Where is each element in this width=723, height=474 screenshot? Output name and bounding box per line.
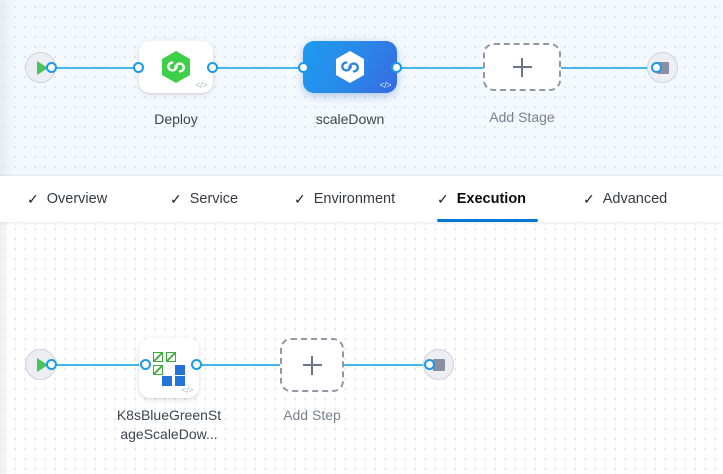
code-badge-icon: </> (181, 385, 193, 395)
connector-anchor-deploy-left (133, 62, 144, 73)
connector-anchor-start (46, 62, 57, 73)
stage-node-label-scaledown: scaleDown (315, 111, 385, 127)
play-icon (36, 357, 48, 372)
tab-label: Advanced (602, 191, 668, 207)
add-stage-label: Add Stage (489, 109, 555, 125)
check-icon: ✓ (27, 191, 39, 207)
connector-anchor-scaledown-left (298, 62, 309, 73)
stage-node-deploy[interactable]: </> (139, 41, 213, 93)
connector-anchor-end (651, 62, 662, 73)
check-icon: ✓ (294, 191, 306, 207)
code-badge-icon: </> (195, 80, 207, 90)
harness-cd-hexagon-icon (162, 51, 190, 83)
tab-underline (170, 219, 238, 222)
tab-execution[interactable]: ✓ Execution (437, 176, 539, 222)
add-stage-button[interactable] (483, 43, 561, 91)
tab-underline (294, 219, 395, 222)
step-node-label-line1: K8sBlueGreenSt (116, 407, 222, 423)
stage-node-label-deploy: Deploy (154, 111, 198, 127)
connector-anchor-step-right (191, 359, 202, 370)
plus-icon (302, 355, 322, 375)
tab-overview[interactable]: ✓ Overview (27, 176, 107, 222)
connector-anchor-exec-end (424, 359, 435, 370)
connector-addstep-to-end (344, 364, 428, 366)
connector-start-to-deploy (48, 67, 140, 69)
stage-config-tabbar: ✓ Overview ✓ Service ✓ Environment ✓ Exe… (0, 176, 723, 222)
connector-step-to-addstep (196, 364, 280, 366)
stage-graph-canvas[interactable]: </> Deploy </> scaleDown Add Stage (0, 0, 723, 176)
kubernetes-grid-icon (152, 351, 186, 386)
connector-anchor-step-left (140, 359, 151, 370)
stop-icon (432, 358, 445, 371)
tab-advanced[interactable]: ✓ Advanced (583, 176, 667, 222)
tab-environment[interactable]: ✓ Environment (294, 176, 395, 222)
connector-anchor-scaledown-right (391, 62, 402, 73)
execution-graph-canvas[interactable]: </> K8sBlueGreenSt ageScaleDow... Add St… (0, 222, 723, 474)
tab-underline (583, 219, 667, 222)
connector-anchor-deploy-right (207, 62, 218, 73)
code-badge-icon: </> (379, 80, 391, 90)
connector-deploy-to-scaledown (212, 67, 312, 69)
harness-cd-hexagon-icon (336, 51, 364, 83)
connector-addstage-to-end (560, 67, 655, 69)
tab-label: Overview (46, 191, 108, 207)
connector-anchor-exec-start (46, 359, 57, 370)
connector-scaledown-to-addstage (392, 67, 484, 69)
step-node-k8s-bluegreen-scaledown[interactable]: </> (139, 338, 199, 398)
connector-start-to-step (48, 364, 146, 366)
step-node-label-line2: ageScaleDow... (120, 426, 218, 442)
check-icon: ✓ (437, 191, 449, 207)
stage-node-scaledown[interactable]: </> (303, 41, 397, 93)
add-step-label: Add Step (283, 407, 341, 423)
step-node-label: K8sBlueGreenSt ageScaleDow... (99, 406, 239, 444)
tab-label: Environment (313, 191, 396, 207)
play-icon (36, 60, 48, 75)
tab-underline (437, 219, 539, 222)
tab-label: Service (189, 191, 239, 207)
tab-underline (27, 219, 107, 222)
tab-service[interactable]: ✓ Service (170, 176, 238, 222)
plus-icon (512, 57, 532, 77)
check-icon: ✓ (583, 191, 595, 207)
add-step-button[interactable] (280, 338, 344, 392)
check-icon: ✓ (170, 191, 182, 207)
tab-label: Execution (456, 191, 527, 207)
